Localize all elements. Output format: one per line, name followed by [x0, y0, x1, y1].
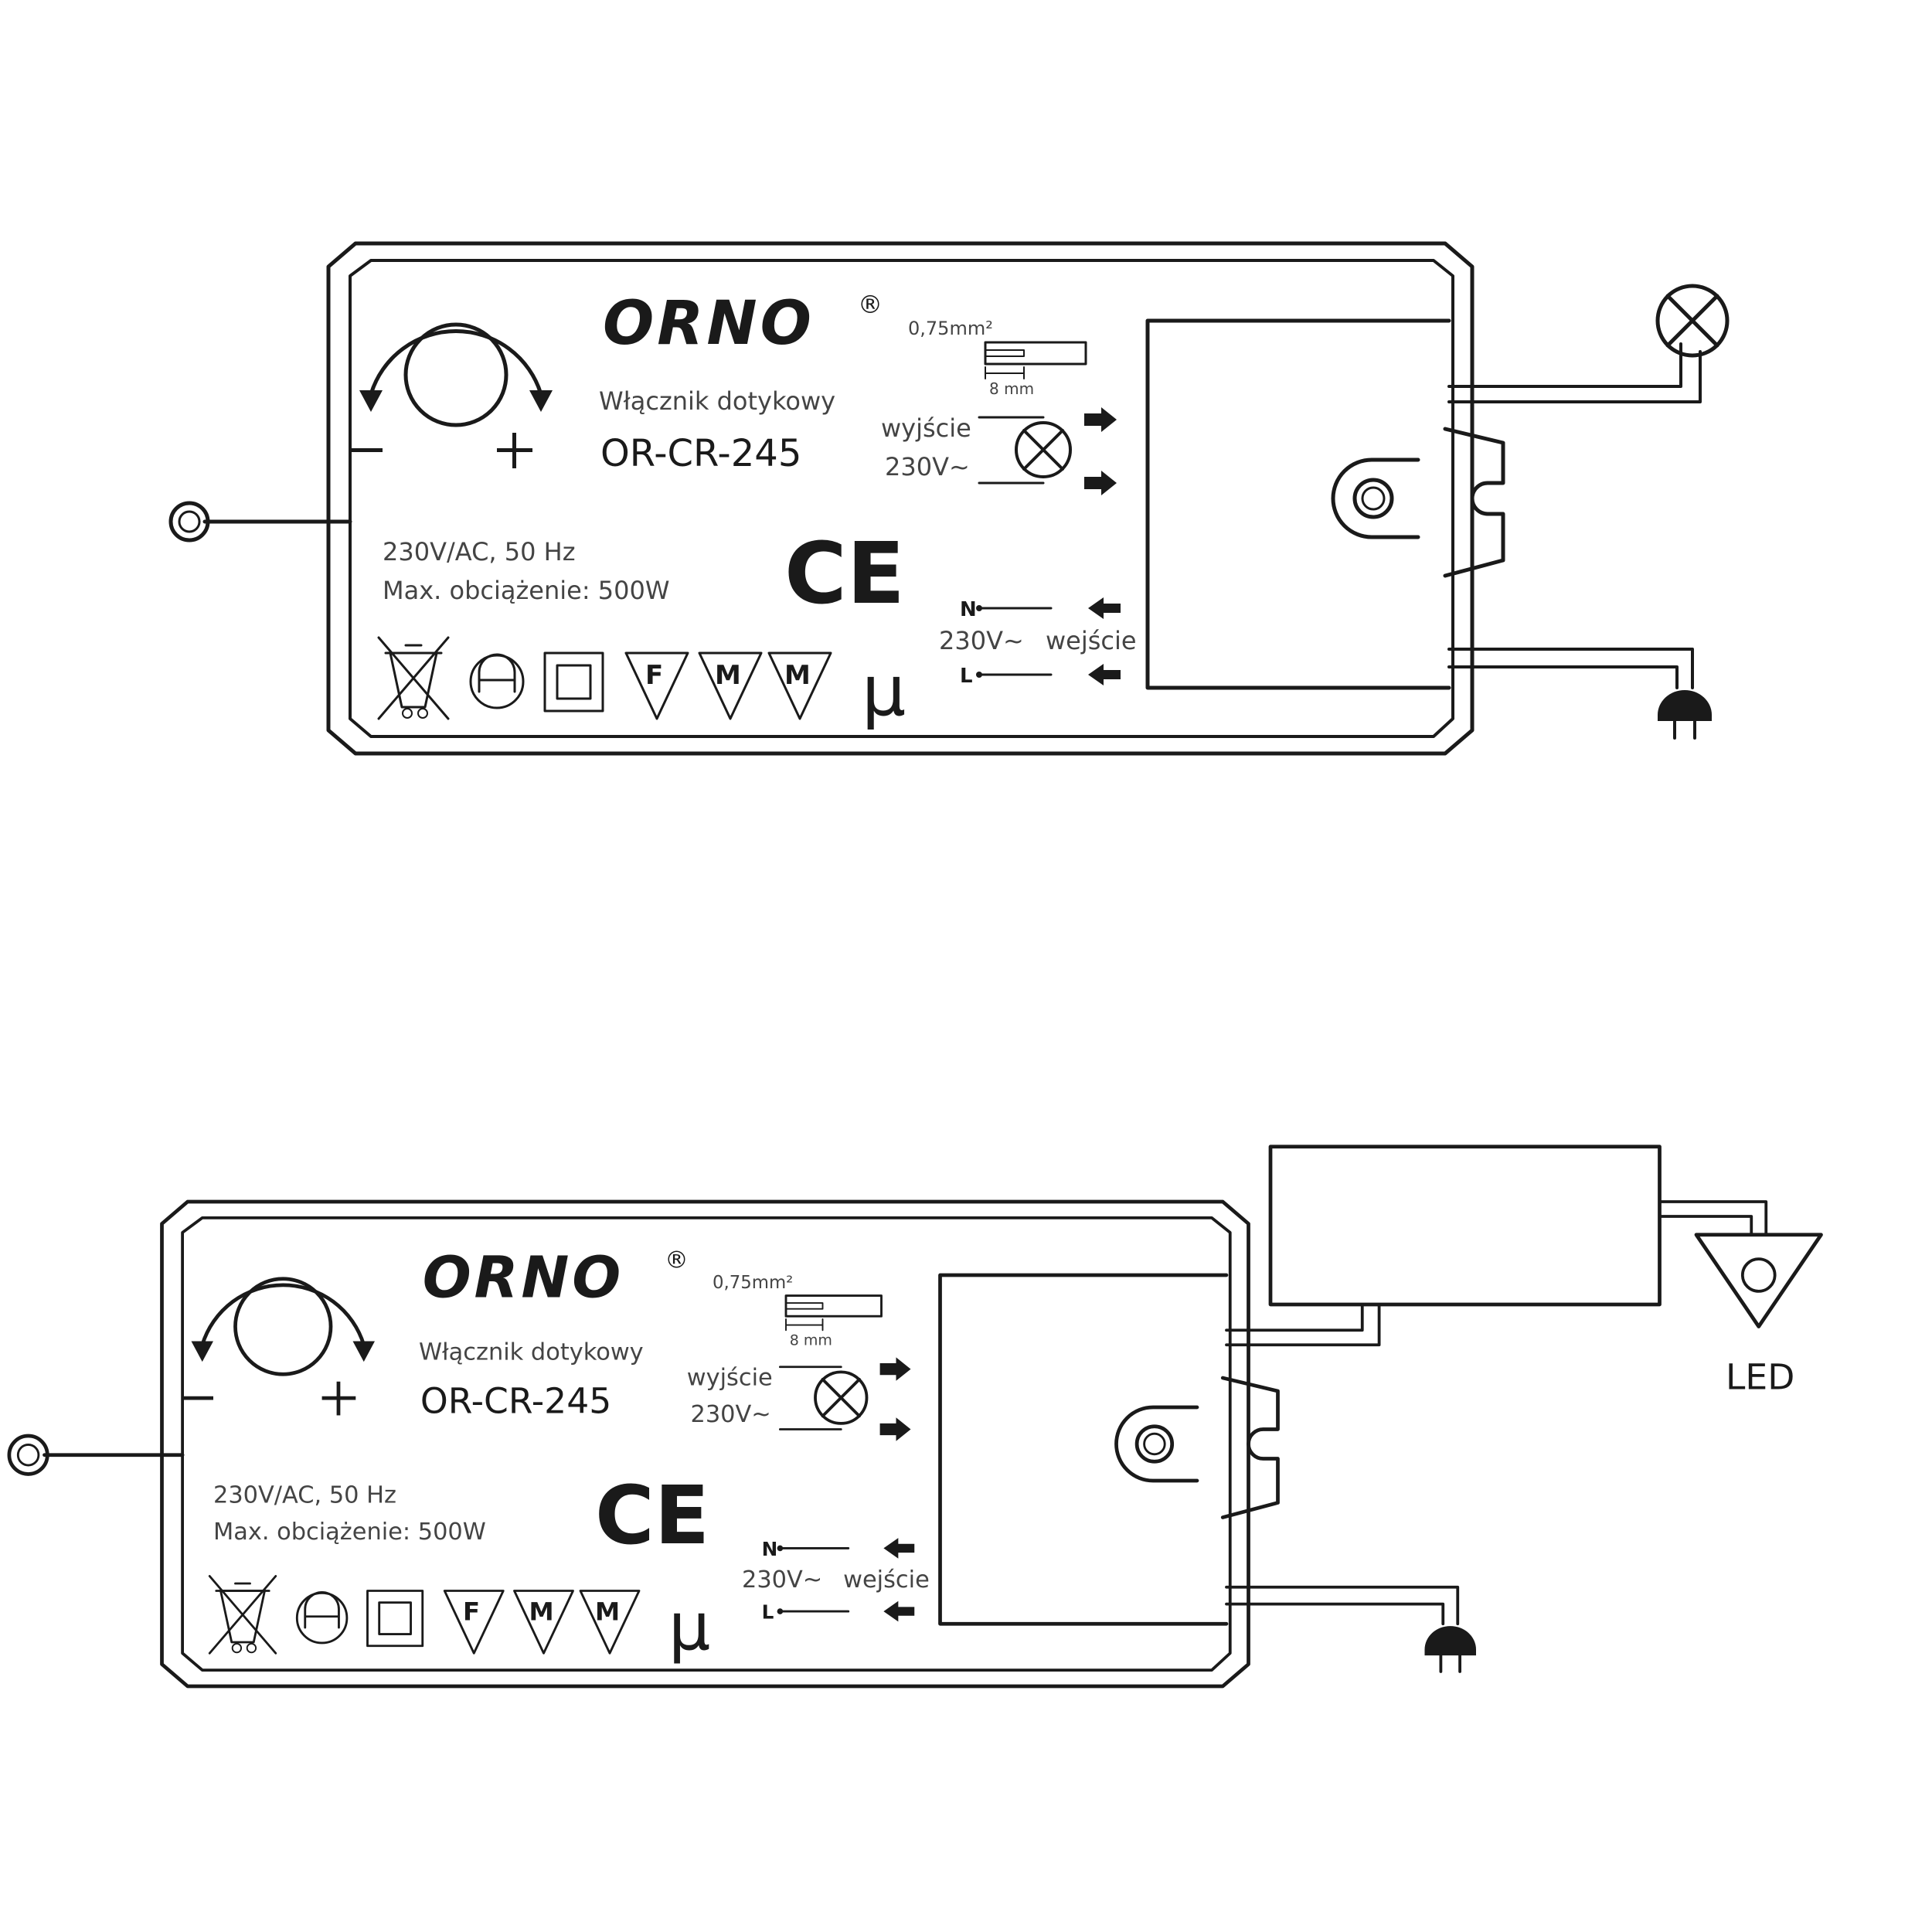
led-label: LED [1726, 1356, 1794, 1397]
input-label: wejście [843, 1566, 930, 1594]
supply-spec: 230V/AC, 50 Hz [213, 1482, 396, 1509]
strip-length: 8 mm [989, 379, 1034, 398]
registered-mark: ® [665, 1247, 688, 1274]
cert-f: F [645, 660, 663, 691]
input-voltage: 230V~ [742, 1566, 822, 1594]
cert-m-1: M [529, 1597, 554, 1627]
plug-icon [1424, 1626, 1477, 1673]
bottom-diagram-led: LED ORNO ® Włącznik dotykowy OR-CR-245 2… [7, 1145, 1823, 1686]
mu-symbol: μ [668, 1590, 710, 1666]
supply-spec: 230V/AC, 50 Hz [383, 537, 576, 566]
led-driver-box [1268, 1145, 1662, 1307]
max-load-spec: Max. obciążenie: 500W [213, 1519, 486, 1546]
touch-sensor-icon [7, 1434, 49, 1476]
output-label: wyjście [687, 1365, 773, 1392]
line-label: L [762, 1601, 774, 1624]
input-label: wejście [1046, 626, 1137, 655]
cert-m-1: M [715, 660, 741, 691]
neutral-label: N [762, 1538, 778, 1560]
ce-mark: CE [784, 524, 905, 623]
led-icon [1694, 1233, 1823, 1328]
top-diagram-lamp: ORNO ® Włącznik dotykowy OR-CR-245 230V/… [168, 243, 1730, 753]
lamp-icon [1655, 284, 1730, 358]
input-voltage: 230V~ [939, 626, 1024, 655]
cert-f: F [463, 1597, 480, 1627]
cert-m-2: M [784, 660, 811, 691]
model-number: OR-CR-245 [420, 1381, 611, 1422]
wire-section: 0,75mm² [713, 1273, 793, 1293]
plug-icon [1658, 690, 1712, 740]
output-voltage: 230V~ [885, 452, 970, 481]
output-voltage: 230V~ [691, 1401, 771, 1428]
strip-length: 8 mm [790, 1332, 832, 1349]
product-type: Włącznik dotykowy [419, 1338, 644, 1366]
neutral-label: N [960, 598, 977, 621]
mu-symbol: μ [862, 651, 906, 732]
product-type: Włącznik dotykowy [599, 386, 835, 416]
line-label: L [960, 665, 973, 688]
brand-logo: ORNO [603, 289, 815, 359]
max-load-spec: Max. obciążenie: 500W [383, 576, 670, 605]
cert-m-2: M [595, 1597, 620, 1627]
touch-sensor-icon [168, 501, 210, 543]
wire-section: 0,75mm² [908, 318, 993, 339]
ce-mark: CE [595, 1468, 709, 1563]
output-label: wyjście [881, 413, 971, 443]
model-number: OR-CR-245 [600, 432, 801, 475]
registered-mark: ® [858, 290, 883, 319]
brand-logo: ORNO [423, 1245, 624, 1311]
